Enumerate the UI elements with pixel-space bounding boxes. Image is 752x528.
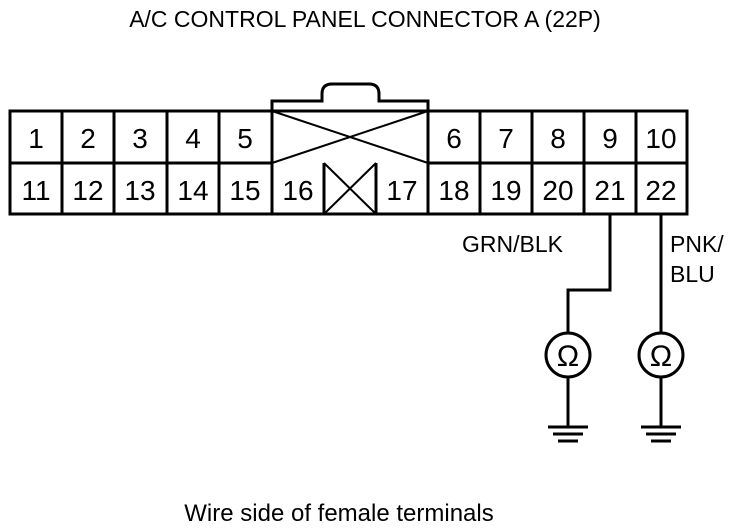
diagram-title: A/C CONTROL PANEL CONNECTOR A (22P) <box>129 6 601 32</box>
pin-5: 5 <box>237 123 253 154</box>
pin-2: 2 <box>80 123 96 154</box>
pin-19: 19 <box>490 175 521 206</box>
wire-pin-21 <box>566 214 612 333</box>
pin-13: 13 <box>124 175 155 206</box>
pin-6: 6 <box>446 123 462 154</box>
connector-lock-tab <box>270 82 430 111</box>
ohm-symbol-left: Ω <box>557 340 579 373</box>
wire-label-grn-blk: GRN/BLK <box>462 231 564 257</box>
ground-icon-left <box>548 377 588 443</box>
pin-18: 18 <box>438 175 469 206</box>
pin-15: 15 <box>229 175 260 206</box>
connector-body <box>8 109 689 216</box>
ohmmeter-left: Ω <box>544 331 592 379</box>
diagram-caption: Wire side of female terminals <box>184 500 493 527</box>
wire-label-pnk: PNK/ <box>670 231 724 257</box>
wire-label-blu: BLU <box>670 261 715 287</box>
pin-1: 1 <box>28 123 44 154</box>
pin-21: 21 <box>594 175 625 206</box>
pin-14: 14 <box>177 175 208 206</box>
pin-7: 7 <box>498 123 514 154</box>
pin-16: 16 <box>282 175 313 206</box>
pin-8: 8 <box>550 123 566 154</box>
ohmmeter-right: Ω <box>637 331 685 379</box>
pin-12: 12 <box>72 175 103 206</box>
pin-10: 10 <box>645 123 676 154</box>
pin-20: 20 <box>542 175 573 206</box>
ohm-symbol-right: Ω <box>650 340 672 373</box>
ground-icon-right <box>641 377 681 443</box>
pin-11: 11 <box>21 175 50 206</box>
pin-9: 9 <box>602 123 618 154</box>
pin-3: 3 <box>132 123 148 154</box>
pin-4: 4 <box>185 123 201 154</box>
pin-22: 22 <box>645 175 676 206</box>
pin-17: 17 <box>386 175 417 206</box>
